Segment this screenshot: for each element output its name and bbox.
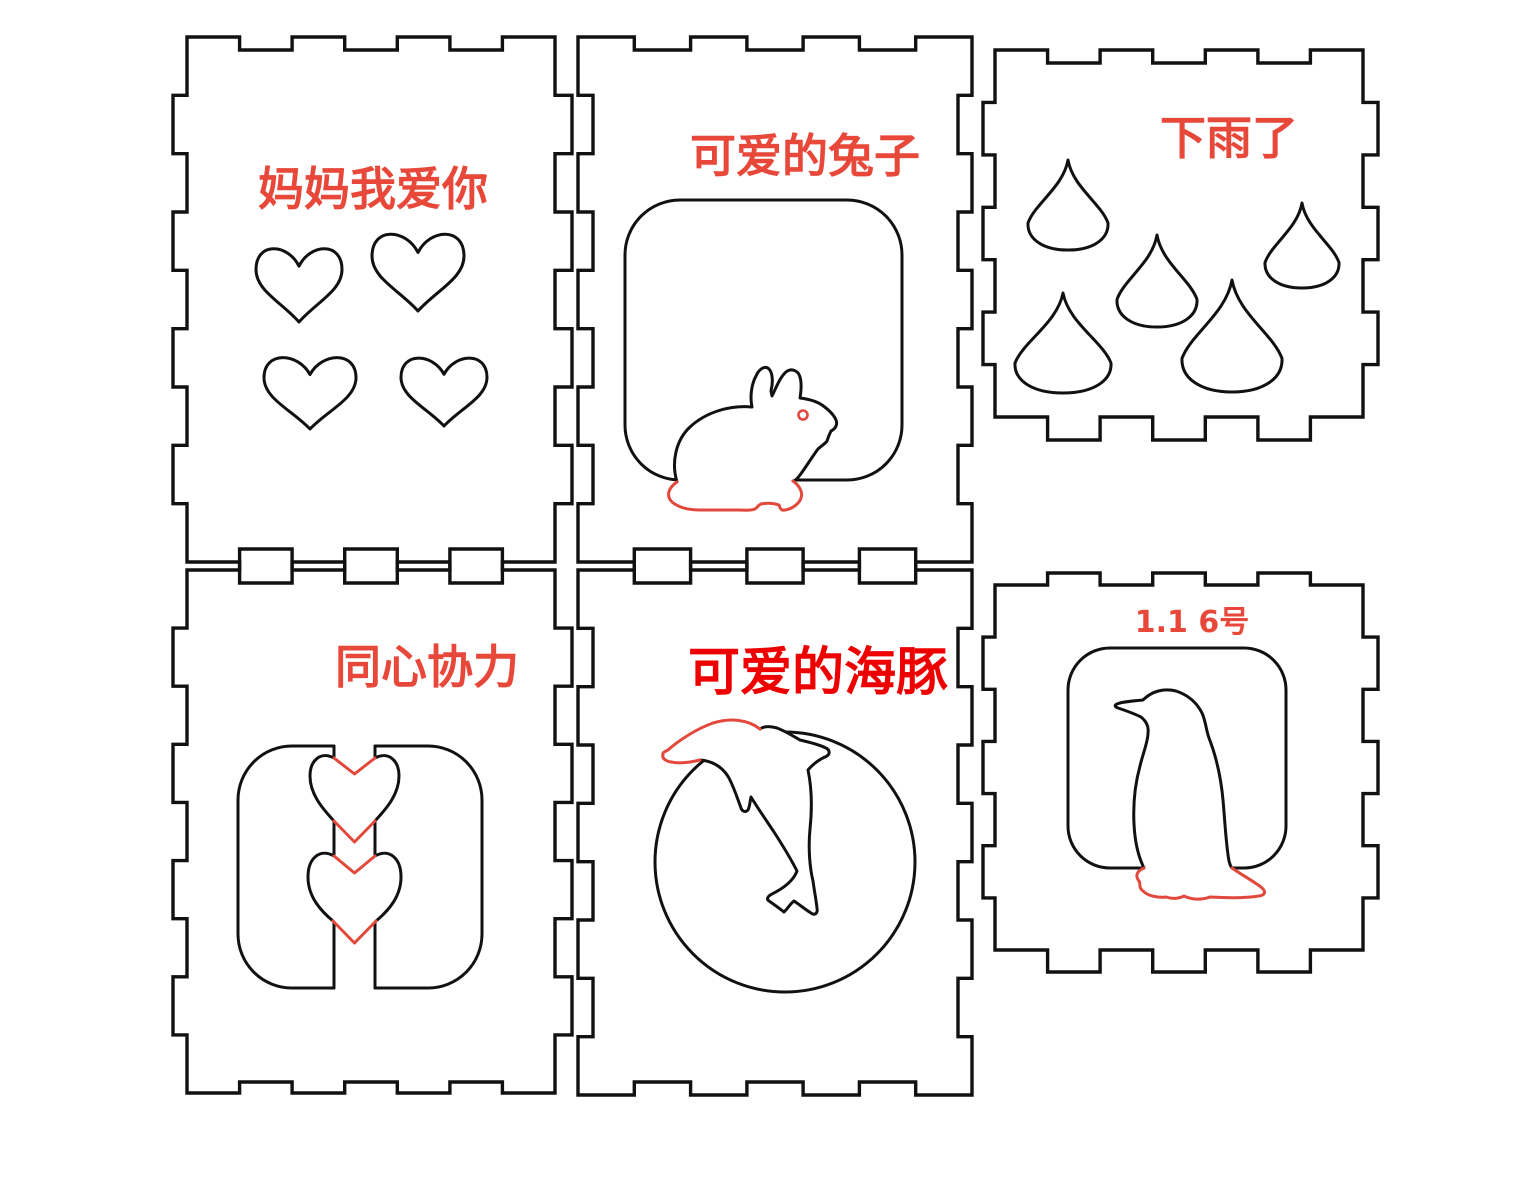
- raindrop-outline: [1013, 291, 1113, 395]
- panel-title: 下雨了: [1160, 111, 1298, 165]
- heart-lobes-outline: [306, 851, 403, 923]
- heart-lobes-outline: [308, 754, 401, 823]
- panel-title: 同心协力: [335, 640, 519, 694]
- panel-outline: [576, 547, 974, 1097]
- rabbit-eye: [797, 409, 809, 421]
- panel-outline: [981, 48, 1380, 442]
- panel-cute-dolphin: 可爱的海豚: [576, 547, 974, 1097]
- heart-notch-v: [331, 854, 378, 945]
- panel-mom-hearts: 妈妈我爱你: [171, 35, 574, 585]
- panel-title: 1.1 6号: [1135, 605, 1249, 640]
- raindrop-outline: [1026, 158, 1110, 252]
- panel-penguin-plate: 1.1 6号: [981, 571, 1380, 974]
- raindrop-outline: [1263, 201, 1341, 290]
- raindrop-outline: [1115, 233, 1199, 329]
- panel-together-hearts: 同心协力: [171, 547, 574, 1095]
- heart-outline: [262, 356, 358, 431]
- rabbit-feet-outline: [667, 479, 804, 512]
- dolphin-body-outline: [698, 725, 831, 916]
- raindrop-outline: [1180, 278, 1284, 394]
- dolphin-head-outline: [661, 718, 762, 765]
- dolphin-fill: [662, 720, 830, 915]
- panel-outline: [171, 35, 574, 585]
- panel-outline: [171, 547, 574, 1095]
- heart-notch-v: [332, 756, 377, 844]
- panel-outline: [576, 35, 974, 585]
- panel-outline: [981, 571, 1380, 974]
- rail-left-piece: [236, 744, 336, 990]
- penguin-feet-outline: [1135, 866, 1266, 901]
- heart-outline: [399, 356, 489, 428]
- penguin-fill: [1115, 689, 1265, 900]
- panel-cute-rabbit: 可爱的兔子: [576, 35, 974, 585]
- panel-title: 可爱的兔子: [690, 129, 920, 183]
- rail-right-piece: [373, 744, 484, 990]
- heart-outline: [254, 247, 344, 324]
- rail-channel-lines: [332, 744, 377, 990]
- heart-outline: [370, 232, 466, 313]
- penguin-body-outline: [1113, 688, 1234, 870]
- rabbit-fill: [668, 367, 837, 511]
- panel-raining: 下雨了: [981, 48, 1380, 442]
- heart-fill: [308, 853, 401, 943]
- heart-fill: [310, 755, 399, 842]
- panel-title: 妈妈我爱你: [258, 162, 488, 216]
- panel-title: 可爱的海豚: [688, 643, 948, 703]
- rabbit-outline: [673, 365, 839, 484]
